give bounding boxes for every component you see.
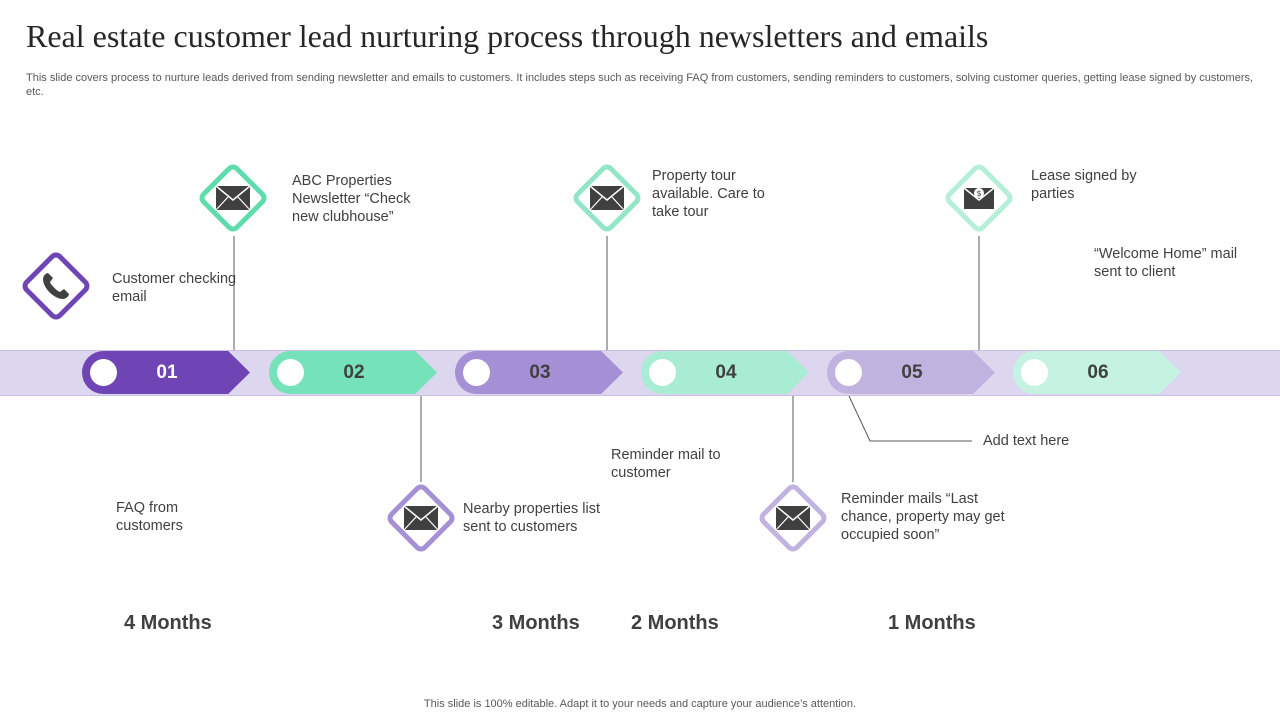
step-dot [90, 359, 117, 386]
label-reminder-mail: Reminder mail to customer [611, 447, 721, 481]
step-dot [835, 359, 862, 386]
label-customer-checking-email: Customer checking email [112, 271, 237, 305]
step-01: 01 [82, 351, 250, 394]
label-abc-newsletter: ABC Properties Newsletter “Check new clu… [292, 173, 411, 225]
phone-diamond [16, 246, 96, 326]
step-06: 06 [1013, 351, 1181, 394]
step-dot [463, 359, 490, 386]
label-welcome-home: “Welcome Home” mail sent to client [1094, 246, 1238, 280]
phone-icon [43, 273, 69, 299]
slide-subtitle: This slide covers process to nurture lea… [26, 72, 1254, 98]
connector-line-add-text [848, 395, 972, 442]
slide-footer: This slide is 100% editable. Adapt it to… [423, 698, 857, 710]
months-label-2: 2 Months [631, 612, 719, 634]
dollar-envelope-icon: $ [963, 187, 995, 209]
label-nearby-properties: Nearby properties list sent to customers [463, 501, 600, 535]
mail-diamond-04 [567, 158, 647, 238]
step-number: 02 [343, 362, 365, 383]
mail-diamond-03 [381, 478, 461, 558]
months-label-4: 4 Months [124, 612, 212, 634]
mail-diamond-02 [193, 158, 273, 238]
mail-diamond-05 [753, 478, 833, 558]
envelope-icon [403, 505, 439, 531]
label-add-text: Add text here [983, 433, 1070, 449]
envelope-icon [775, 505, 811, 531]
step-number: 04 [715, 362, 737, 383]
step-dot [277, 359, 304, 386]
step-dot [1021, 359, 1048, 386]
step-03: 03 [455, 351, 623, 394]
svg-text:$: $ [976, 189, 981, 198]
step-04: 04 [641, 351, 809, 394]
envelope-icon [589, 185, 625, 211]
step-dot [649, 359, 676, 386]
step-number: 06 [1087, 362, 1109, 383]
step-02: 02 [269, 351, 437, 394]
label-lease-signed: Lease signed by parties [1031, 168, 1137, 202]
envelope-icon [215, 185, 251, 211]
months-label-3: 3 Months [492, 612, 580, 634]
step-05: 05 [827, 351, 995, 394]
slide-title: Real estate customer lead nurturing proc… [26, 18, 989, 54]
step-number: 05 [901, 362, 923, 383]
months-label-1: 1 Months [888, 612, 976, 634]
mail-diamond-06: $ [939, 158, 1019, 238]
step-number: 03 [529, 362, 551, 383]
label-reminder-last-chance: Reminder mails “Last chance, property ma… [841, 491, 1005, 543]
label-property-tour: Property tour available. Care to take to… [652, 168, 765, 220]
label-faq: FAQ from customers [116, 500, 183, 534]
step-number: 01 [156, 362, 178, 383]
